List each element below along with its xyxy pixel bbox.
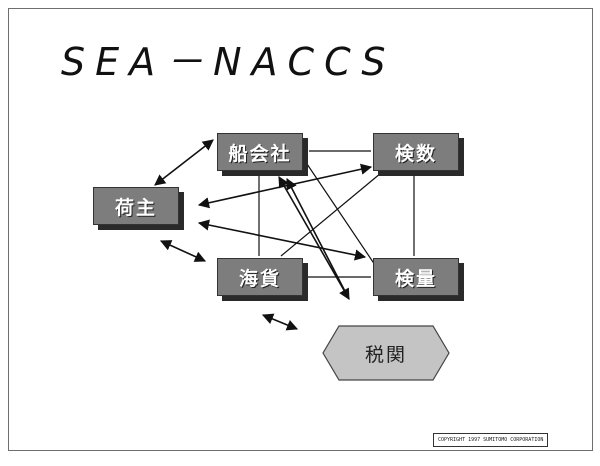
arrow-shipper-shipping	[154, 139, 214, 186]
link-shipping-inspection-diag	[304, 160, 376, 266]
node-customs-shape	[322, 325, 450, 381]
arrow-shipper-inspection-bottom	[197, 219, 367, 261]
node-shipping-company: 船会社	[217, 133, 303, 171]
arrow-shipping-customs	[278, 176, 350, 300]
slide: SEA－NACCS 船会社 検数 荷主 海貨 検量 税関 COPYRIGHT 1…	[8, 8, 593, 451]
node-inspection-bottom: 検量	[373, 258, 459, 296]
arrow-marine-customs-cross	[286, 178, 350, 300]
node-inspection-top: 検数	[373, 133, 459, 171]
node-shipper: 荷主	[93, 187, 179, 225]
node-customs: 税関	[364, 343, 407, 366]
arrow-marine-customs	[261, 313, 299, 331]
node-marine-cargo: 海貨	[217, 258, 303, 296]
arrow-marine-inspection-top	[281, 177, 285, 257]
copyright-notice: COPYRIGHT 1997 SUMITOMO CORPORATION	[433, 433, 549, 447]
diagram-title: SEA－NACCS	[61, 40, 396, 84]
arrow-shipper-marine	[159, 240, 207, 262]
diagram-connections	[154, 139, 415, 331]
